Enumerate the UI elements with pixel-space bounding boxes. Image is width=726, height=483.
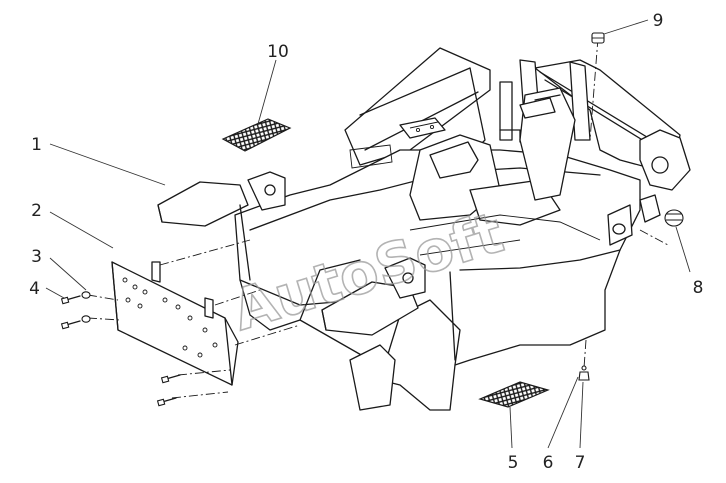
mounting-plate xyxy=(111,261,239,386)
callout-5: 5 xyxy=(508,453,519,473)
cab-frame xyxy=(499,59,691,191)
right-step xyxy=(321,257,426,411)
cap-side xyxy=(664,209,684,227)
cap-upper xyxy=(591,32,605,44)
callout-9: 9 xyxy=(653,11,664,31)
callout-7: 7 xyxy=(575,453,586,473)
body-upper xyxy=(344,47,491,166)
callout-6: 6 xyxy=(543,453,554,473)
callout-1: 1 xyxy=(31,135,42,155)
leader-lines xyxy=(45,19,691,449)
left-step xyxy=(157,171,286,281)
callout-3: 3 xyxy=(31,247,42,267)
body-main xyxy=(234,87,661,411)
floor-mat-upper xyxy=(221,118,292,152)
callout-10: 10 xyxy=(267,42,289,62)
callout-4: 4 xyxy=(29,279,40,299)
bolts-left xyxy=(60,291,181,407)
assembly-lines xyxy=(87,37,669,399)
fasteners-lower xyxy=(578,365,590,381)
floor-mat-lower xyxy=(478,381,550,408)
callout-2: 2 xyxy=(31,201,42,221)
callout-8: 8 xyxy=(693,278,704,298)
